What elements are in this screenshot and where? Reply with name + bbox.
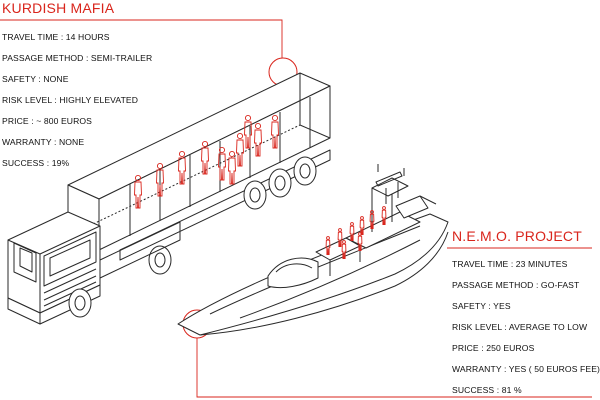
right-panel-title: N.E.M.O. PROJECT (452, 228, 582, 244)
passenger-figure (341, 240, 347, 259)
passenger-figure (349, 222, 355, 241)
passenger-figure (254, 122, 262, 157)
left-fact-success: SUCCESS : 19% (2, 158, 70, 168)
passenger-figure (228, 150, 236, 185)
left-fact-safety: SAFETY : NONE (2, 74, 69, 84)
left-fact-price: PRICE : ~ 800 EUROS (2, 116, 93, 126)
passenger-figure (357, 232, 363, 251)
left-fact-warranty: WARRANTY : NONE (2, 137, 85, 147)
left-fact-risk-level: RISK LEVEL : HIGHLY ELEVATED (2, 95, 139, 105)
passenger-figure (178, 150, 186, 185)
passenger-figure (236, 132, 244, 167)
passenger-figure (156, 162, 164, 197)
left-fact-travel-time: TRAVEL TIME : 14 HOURS (2, 32, 110, 42)
passenger-figure (325, 236, 331, 255)
passenger-figure (337, 228, 343, 247)
passenger-figure (218, 146, 226, 181)
passenger-figure (369, 210, 375, 229)
passenger-figure (271, 114, 279, 149)
passenger-figure (381, 206, 387, 225)
speedboat-illustration (177, 164, 449, 336)
right-fact-risk-level: RISK LEVEL : AVERAGE TO LOW (452, 322, 588, 332)
right-fact-passage-method: PASSAGE METHOD : GO-FAST (452, 280, 580, 290)
right-fact-safety: SAFETY : YES (452, 301, 511, 311)
truck-leader-line (0, 19, 283, 58)
boat-leader-line (196, 247, 592, 398)
truck-passengers (134, 114, 279, 209)
boat-passengers (325, 206, 387, 259)
right-fact-travel-time: TRAVEL TIME : 23 MINUTES (452, 259, 568, 269)
right-fact-price: PRICE : 250 EUROS (452, 343, 535, 353)
right-fact-success: SUCCESS : 81 % (452, 385, 522, 395)
passenger-figure (359, 216, 365, 235)
passenger-figure (201, 140, 209, 175)
passenger-figure (244, 114, 252, 149)
passenger-figure (134, 174, 142, 209)
left-panel-title: KURDISH MAFIA (2, 0, 115, 16)
left-fact-passage-method: PASSAGE METHOD : SEMI-TRAILER (2, 53, 153, 63)
right-fact-warranty: WARRANTY : YES ( 50 EUROS FEE) (452, 364, 600, 374)
semi-trailer-truck-illustration (7, 72, 331, 325)
